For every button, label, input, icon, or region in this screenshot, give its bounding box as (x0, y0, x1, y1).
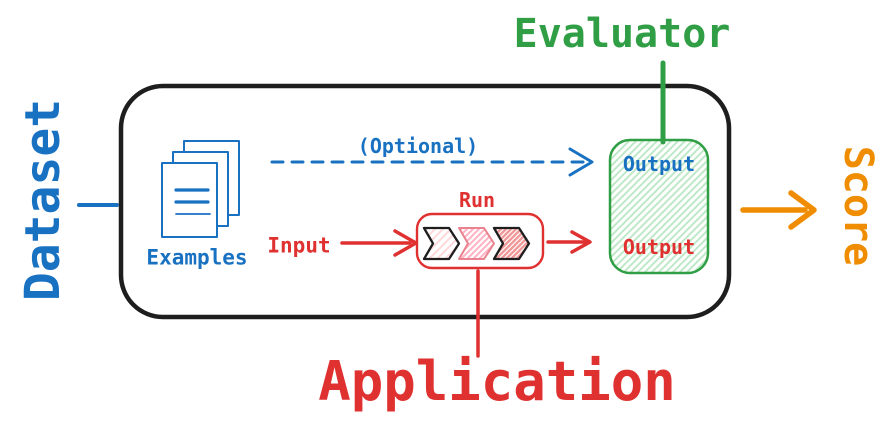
input-label: Input (267, 233, 331, 258)
score-label: Score (835, 145, 881, 267)
optional-label: (Optional) (357, 134, 479, 158)
score-arrow-icon (740, 190, 817, 230)
dataset-label: Dataset (15, 98, 71, 302)
document-stack-icon (161, 140, 240, 238)
run-output-arrow-icon (546, 230, 592, 254)
pipeline-chevrons-icon (422, 226, 531, 261)
evaluator-box (608, 138, 710, 275)
experiment-box (118, 83, 732, 320)
application-output-label: Output (622, 235, 696, 259)
evaluator-label: Evaluator (513, 11, 731, 57)
dashed-arrow-icon (270, 147, 594, 177)
evaluator-output-label: Output (622, 152, 696, 176)
run-label: Run (458, 188, 496, 212)
application-label: Application (318, 350, 676, 413)
examples-label: Examples (146, 245, 248, 270)
